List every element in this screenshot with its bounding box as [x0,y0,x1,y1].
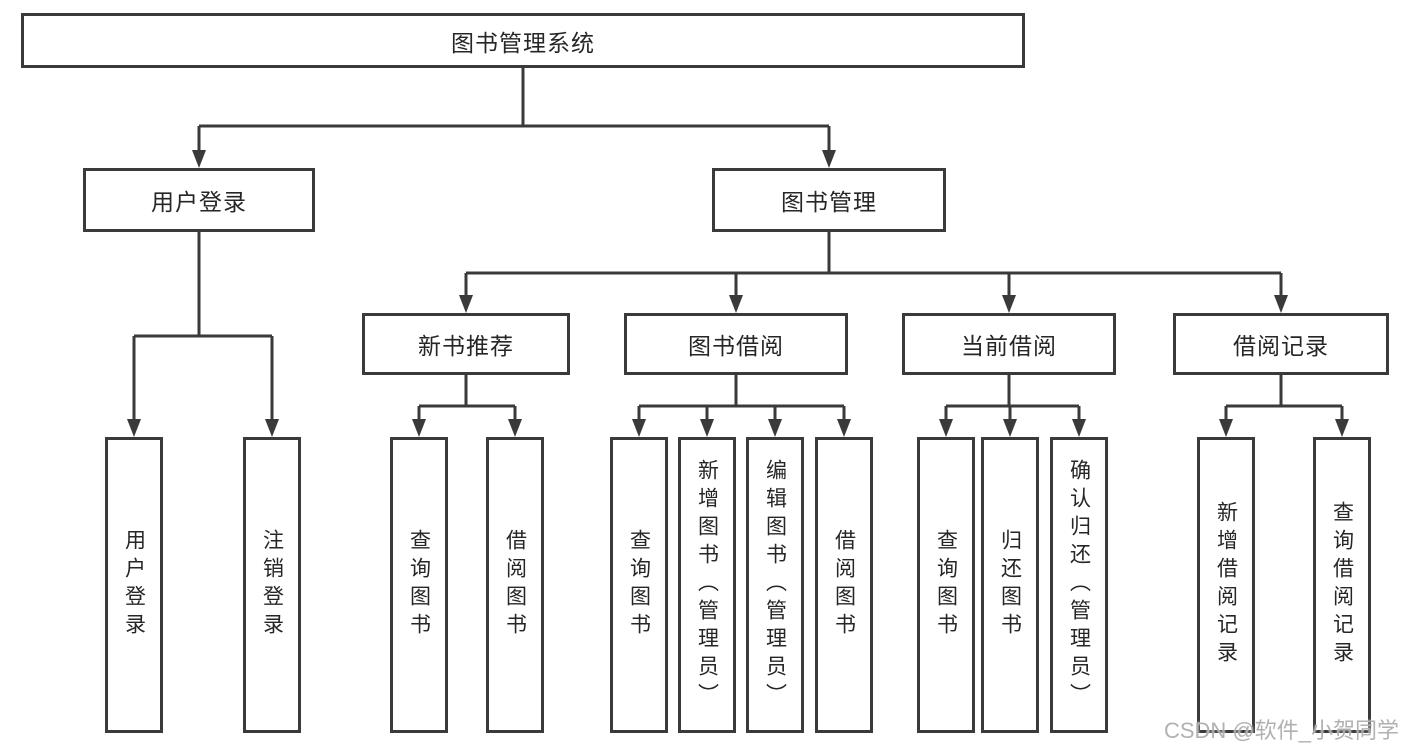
leaf-label: 查询图书 [627,529,651,641]
leaf-add-borrow-record: 新增借阅记录 [1197,437,1255,733]
leaf-query-books-1: 查询图书 [390,437,448,733]
leaf-confirm-return-admin: 确认归还（管理员） [1050,437,1108,733]
leaf-query-books-2: 查询图书 [610,437,668,733]
leaf-label: 编辑图书（管理员） [763,459,787,711]
node-book-borrow: 图书借阅 [624,313,848,375]
leaf-label: 用户登录 [122,529,146,641]
leaf-label: 新增图书（管理员） [695,459,719,711]
node-root-system: 图书管理系统 [21,13,1025,68]
leaf-label: 查询图书 [407,529,431,641]
arrowhead-icons [127,150,1349,437]
node-user-login-branch: 用户登录 [83,168,315,232]
leaf-add-books-admin: 新增图书（管理员） [678,437,736,733]
leaf-query-books-3: 查询图书 [917,437,975,733]
node-borrow-records: 借阅记录 [1173,313,1389,375]
leaf-label: 注销登录 [260,529,284,641]
leaf-borrow-books-2: 借阅图书 [815,437,873,733]
leaf-label: 查询借阅记录 [1330,501,1354,669]
leaf-borrow-books-1: 借阅图书 [486,437,544,733]
csdn-watermark: CSDN @软件_小贺同学 [1163,718,1399,743]
leaf-label: 借阅图书 [503,529,527,641]
node-current-borrow: 当前借阅 [902,313,1116,375]
leaf-user-login: 用户登录 [105,437,163,733]
leaf-label: 归还图书 [998,529,1022,641]
leaf-label: 借阅图书 [832,529,856,641]
node-new-book-recommend: 新书推荐 [362,313,570,375]
leaf-edit-books-admin: 编辑图书（管理员） [746,437,804,733]
leaf-label: 查询图书 [934,529,958,641]
leaf-query-borrow-record: 查询借阅记录 [1313,437,1371,733]
leaf-label: 确认归还（管理员） [1067,459,1091,711]
leaf-return-books: 归还图书 [981,437,1039,733]
leaf-label: 新增借阅记录 [1214,501,1238,669]
node-book-management-branch: 图书管理 [712,168,946,232]
leaf-logout: 注销登录 [243,437,301,733]
